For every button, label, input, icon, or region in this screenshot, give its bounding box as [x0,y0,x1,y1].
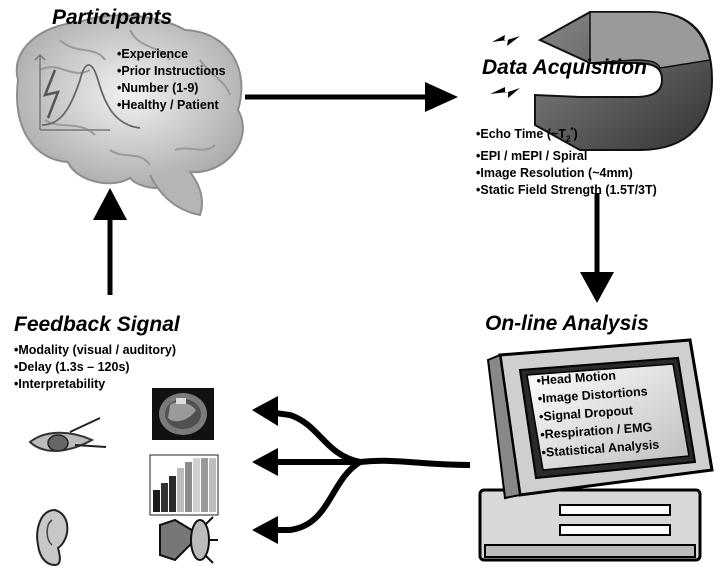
participants-title: Participants [52,6,173,29]
online-analysis-title: On-line Analysis [485,312,649,335]
computer-image [478,338,714,562]
brain-scan-image [152,388,214,440]
arrow-analysis-to-feedback [252,396,471,544]
list-item: •Experience [117,47,189,61]
list-item: •Modality (visual / auditory) [14,343,177,357]
list-item: •Healthy / Patient [117,98,219,112]
list-item: •Interpretability [14,377,106,391]
list-item: •Image Resolution (~4mm) [476,165,633,180]
bar-graph-image [149,454,219,516]
arrow-participants-to-acquisition [245,82,458,112]
list-item: •Delay (1.3s – 120s) [14,360,130,374]
arrow-feedback-to-participants [93,188,127,295]
list-item: •Echo Time (~T2*) [476,126,578,144]
magnet-image [490,11,714,151]
speaker-icon [159,516,218,564]
arrow-acquisition-to-analysis [580,193,614,303]
ear-icon [36,508,69,567]
list-item: •Number (1-9) [117,81,199,95]
list-item: •Prior Instructions [117,64,226,78]
data-acquisition-title: Data Acquisition [482,56,647,79]
participants-list: •Experience •Prior Instructions •Number … [117,46,226,114]
eye-icon [28,417,107,452]
analysis-monitor-list: •Head Motion •Image Distortions •Signal … [536,364,660,462]
acquisition-list: •Echo Time (~T2*) •EPI / mEPI / Spiral •… [476,122,657,199]
list-item: •EPI / mEPI / Spiral [476,148,588,163]
feedback-list: •Modality (visual / auditory) •Delay (1.… [14,342,176,393]
list-item: •Static Field Strength (1.5T/3T) [476,182,657,197]
brain-image [15,14,244,217]
feedback-signal-title: Feedback Signal [14,313,180,336]
